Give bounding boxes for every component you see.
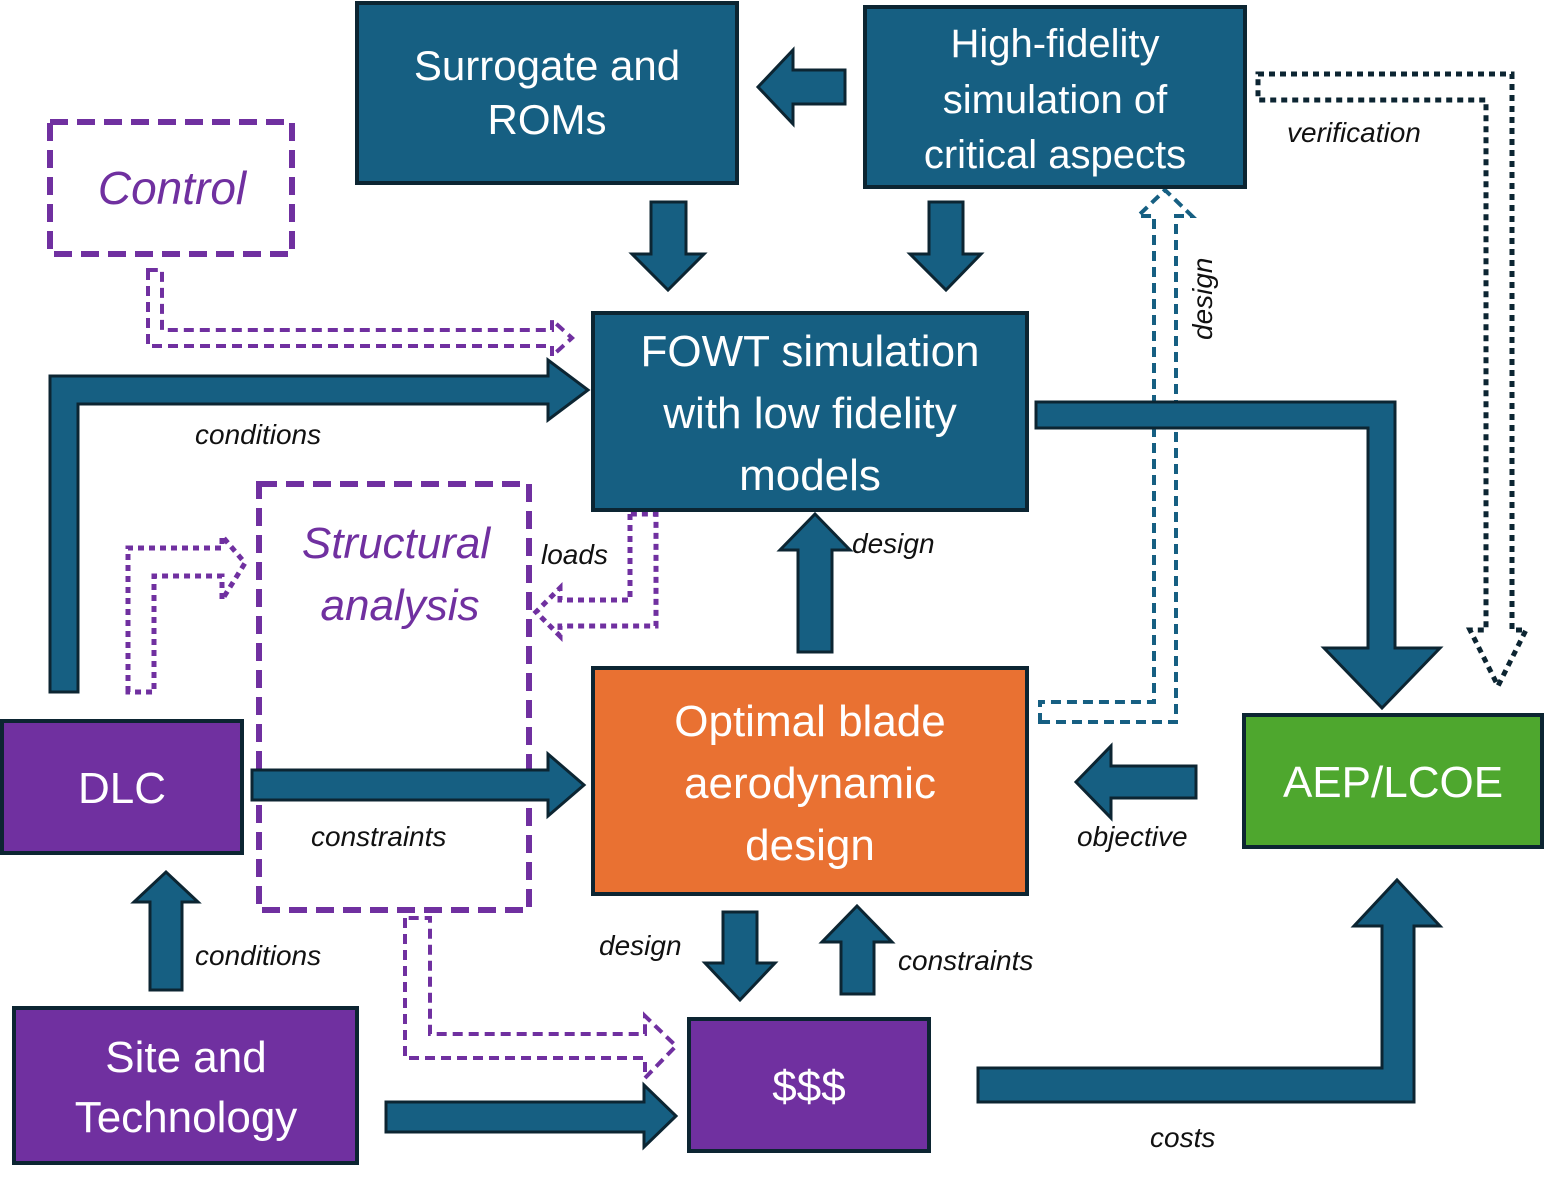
node-optimal-line-2: aerodynamic [684,759,936,808]
cost-to-optimal-constraints-arrow [818,903,896,996]
label-loads: loads [541,539,608,570]
node-high-fidelity-line-3: critical aspects [924,133,1186,177]
node-high-fidelity-line-1: High-fidelity [951,22,1160,66]
node-control: Control [47,119,295,257]
node-fowt-line-1: FOWT simulation [640,327,979,376]
node-high-fidelity-line-2: simulation of [943,78,1168,122]
control-to-fowt-arrow [146,268,575,361]
node-cost: $$$ [687,1017,931,1153]
fowt-to-aep-arrow [1034,400,1444,711]
node-surrogate-line-1: Surrogate and [414,42,680,89]
node-optimal-line-3: design [745,821,875,870]
node-dlc: DLC [0,719,244,855]
dlc-to-structural-arrow [125,529,249,695]
surrogate-to-fowt-arrow [628,200,708,293]
site-to-cost-arrow [384,1081,679,1151]
node-structural: Structural analysis [256,481,532,913]
node-optimal: Optimal blade aerodynamic design [591,666,1029,896]
optimal-to-highfidelity-design-arrow [1038,187,1197,724]
node-aep-label: AEP/LCOE [1283,758,1503,807]
label-constraints-structural: constraints [311,821,446,852]
highfidelity-to-surrogate-arrow [755,46,847,128]
label-verification: verification [1287,117,1421,148]
site-to-dlc-conditions-arrow [130,869,202,992]
node-optimal-line-1: Optimal blade [674,697,945,746]
highfidelity-to-fowt-arrow [906,200,985,293]
node-dlc-label: DLC [78,764,166,813]
node-surrogate-line-2: ROMs [488,96,607,143]
node-fowt-line-2: with low fidelity [662,389,956,438]
node-cost-label: $$$ [772,1062,845,1111]
node-fowt-line-3: models [739,451,881,500]
optimal-to-cost-design-arrow [701,910,779,1003]
node-site: Site and Technology [12,1006,359,1165]
label-design-up: design [852,528,935,559]
label-design-vertical: design [1187,257,1218,340]
fowt-to-structural-loads-arrow [532,511,659,643]
node-aep: AEP/LCOE [1242,713,1544,849]
node-surrogate: Surrogate and ROMs [355,1,739,185]
dlc-to-fowt-conditions-arrow [48,357,591,694]
label-costs: costs [1150,1122,1215,1153]
label-constraints-cost: constraints [898,945,1033,976]
node-site-line-2: Technology [75,1093,298,1142]
node-fowt: FOWT simulation with low fidelity models [591,311,1029,512]
label-design-down: design [599,930,682,961]
structural-to-cost-arrow [403,916,679,1083]
node-site-line-1: Site and [105,1033,266,1082]
label-objective: objective [1077,821,1188,852]
label-conditions-top: conditions [195,419,321,450]
verification-arrow [1255,71,1531,692]
label-conditions-bottom: conditions [195,940,321,971]
optimal-to-fowt-design-arrow [776,511,854,654]
structural-to-optimal-constraints-arrow [250,750,587,820]
node-control-label: Control [98,162,248,214]
node-structural-line-2: analysis [321,581,480,630]
node-structural-line-1: Structural [302,519,492,568]
cost-to-aep-costs-arrow [976,877,1444,1104]
node-high-fidelity: High-fidelity simulation of critical asp… [863,5,1247,189]
aep-to-optimal-objective-arrow [1073,742,1198,822]
